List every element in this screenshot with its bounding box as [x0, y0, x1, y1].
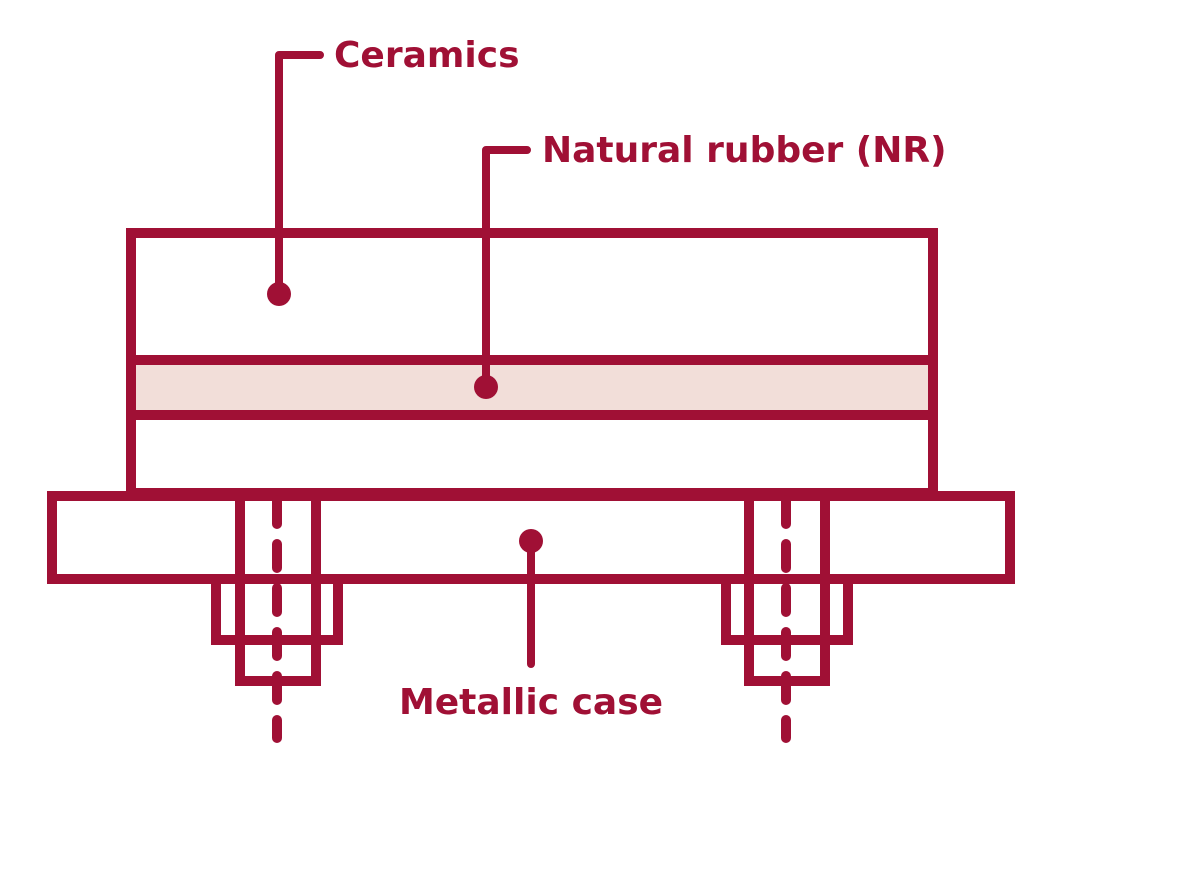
metallic-case-label: Metallic case	[399, 682, 663, 723]
natural-rubber-leader-dot	[474, 375, 498, 399]
natural-rubber-leader-line	[482, 146, 531, 391]
metallic-case-callout: Metallic case	[399, 529, 663, 723]
left-bolt	[211, 491, 343, 743]
ceramics-leader-dot	[267, 282, 291, 306]
metallic-case-leader-dot	[519, 529, 543, 553]
ceramics-leader-line	[275, 51, 324, 298]
right-bolt	[721, 491, 853, 743]
natural-rubber-label: Natural rubber (NR)	[542, 130, 947, 171]
ceramics-callout: Ceramics	[267, 35, 520, 306]
rubber-layer	[126, 355, 938, 420]
ceramics-label: Ceramics	[334, 35, 520, 76]
natural-rubber-callout: Natural rubber (NR)	[474, 130, 947, 399]
